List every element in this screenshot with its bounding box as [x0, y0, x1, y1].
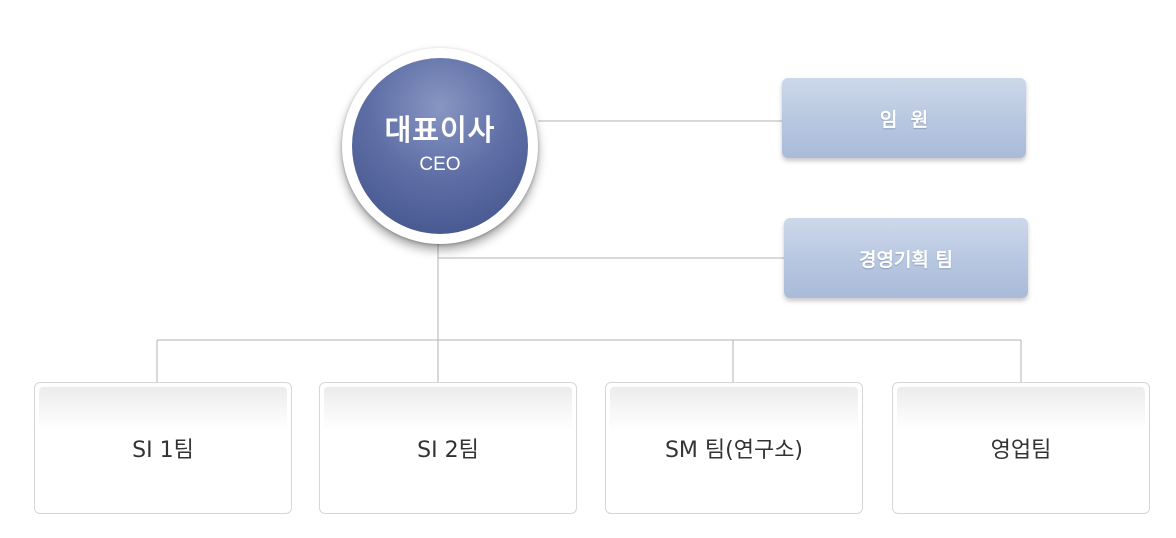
team-label-si-2: SI 2팀 [417, 438, 479, 463]
ceo-title: 대표이사 [384, 112, 496, 147]
ceo-node: 대표이사 CEO [342, 48, 538, 244]
team-box-si-1: SI 1팀 [34, 382, 292, 514]
team-box-sales: 영업팀 [892, 382, 1150, 514]
planning-team-label: 경영기획 팀 [858, 248, 953, 271]
board-label: 임 원 [879, 108, 929, 131]
ceo-circle: 대표이사 CEO [352, 58, 528, 234]
team-label-sm: SM 팀(연구소) [664, 438, 804, 463]
team-box-sm: SM 팀(연구소) [605, 382, 863, 514]
planning-team-box: 경영기획 팀 [784, 218, 1028, 298]
team-box-si-2: SI 2팀 [319, 382, 577, 514]
team-label-sales: 영업팀 [990, 438, 1052, 463]
ceo-subtitle: CEO [419, 154, 461, 176]
team-label-si-1: SI 1팀 [132, 438, 194, 463]
board-box: 임 원 [782, 78, 1026, 158]
